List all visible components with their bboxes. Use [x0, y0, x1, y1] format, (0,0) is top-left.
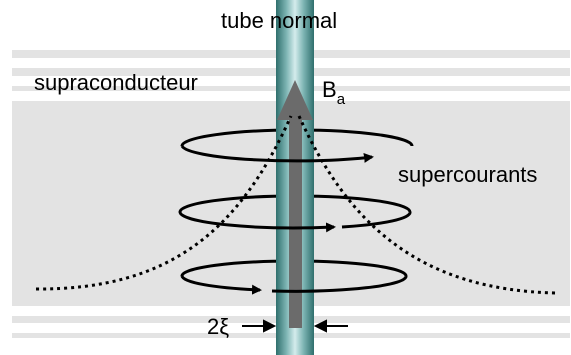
coherence-markers [242, 319, 348, 333]
supercurrents-label: supercourants [398, 162, 537, 187]
field-label: Ba [322, 77, 346, 108]
tube-label: tube normal [221, 8, 337, 33]
field-subscript: a [337, 91, 346, 108]
field-arrow-shaft [289, 118, 302, 328]
field-symbol: B [322, 77, 337, 102]
left-arrow-icon [313, 319, 327, 333]
right-arrow-icon [263, 319, 277, 333]
arrow-head-icon [180, 145, 374, 163]
up-arrow-icon [277, 80, 313, 120]
arrow-head-icon [178, 211, 336, 233]
superconductor-label: supraconducteur [34, 70, 198, 95]
supercurrent-loops-front [178, 145, 412, 295]
field-lines [35, 115, 557, 295]
coherence-label: 2ξ [207, 314, 229, 339]
normal-tube [276, 0, 314, 355]
arrow-head-icon [180, 275, 262, 295]
